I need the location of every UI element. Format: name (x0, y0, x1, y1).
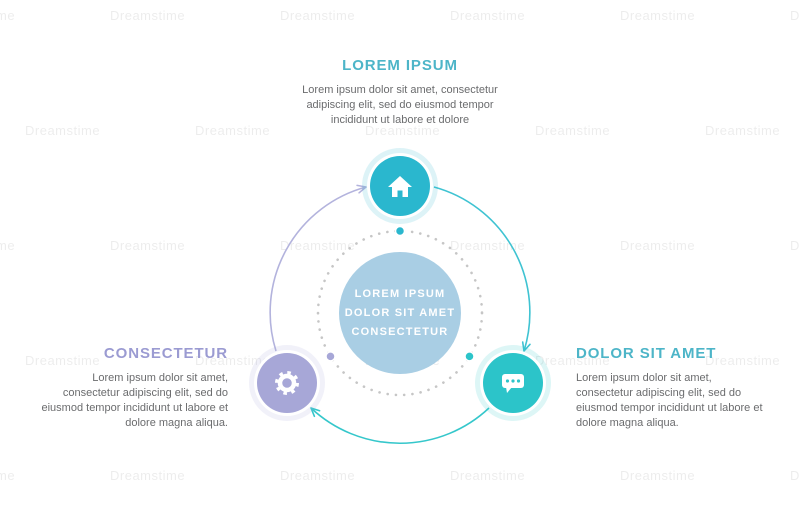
node-right-body: Lorem ipsum dolor sit amet, consectetur … (576, 372, 763, 429)
node-left (249, 345, 325, 421)
chat-icon (502, 374, 524, 393)
arc-top-to-right (433, 186, 531, 352)
node-left-textblock: CONSECTETUR Lorem ipsum dolor sit amet, … (36, 345, 229, 430)
node-right (475, 345, 551, 421)
gear-icon (275, 371, 299, 395)
ring-dot-right (464, 351, 475, 362)
node-top-heading: LOREM IPSUM (342, 57, 458, 74)
center-line-1: LOREM IPSUM (354, 288, 446, 300)
center-circle (339, 252, 461, 374)
ring-dot-top (394, 225, 406, 237)
arc-left-to-top (269, 186, 367, 352)
arrowhead-right (521, 341, 531, 352)
center-line-2: DOLOR SIT AMET (344, 307, 456, 319)
node-top-body: Lorem ipsum dolor sit amet, consectetur … (302, 84, 498, 126)
node-left-heading: CONSECTETUR (103, 345, 228, 362)
node-top (362, 148, 438, 224)
center-circle-text: LOREM IPSUM DOLOR SIT AMET CONSECTETUR (310, 285, 490, 342)
node-right-textblock: DOLOR SIT AMET Lorem ipsum dolor sit ame… (576, 345, 768, 430)
dotted-ring (316, 229, 484, 397)
arc-right-to-left (310, 407, 490, 444)
home-icon (388, 176, 412, 197)
node-left-body: Lorem ipsum dolor sit amet, consectetur … (41, 372, 229, 429)
arrowhead-top (356, 184, 367, 194)
ring-dot-left (325, 351, 336, 362)
arrowhead-left (310, 407, 321, 418)
center-line-3: CONSECTETUR (351, 326, 449, 338)
node-top-textblock: LOREM IPSUM Lorem ipsum dolor sit amet, … (288, 57, 512, 128)
node-right-heading: DOLOR SIT AMET (576, 345, 717, 362)
node-left-circle (257, 353, 317, 413)
